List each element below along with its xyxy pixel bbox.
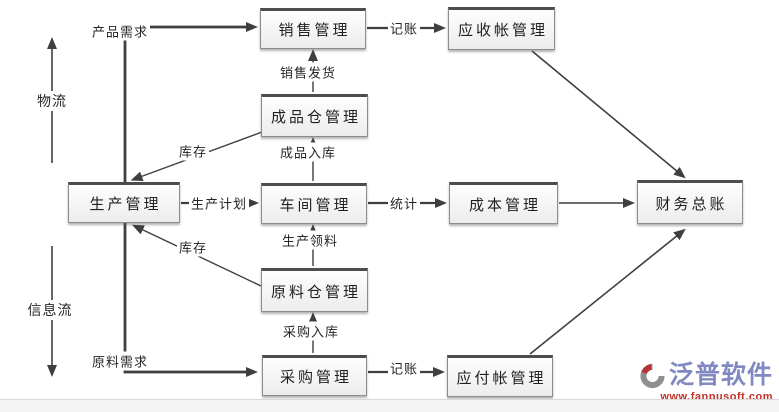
node-financial-general-ledger: 财务总账 <box>637 180 743 224</box>
label-information-flow-axis: 信息流 <box>25 300 75 320</box>
label-production-plan: 生产计划 <box>188 193 250 213</box>
label-purchase-inbound: 采购入库 <box>280 321 342 341</box>
label-material-flow-axis: 物流 <box>35 91 69 111</box>
label-finished-inbound: 成品入库 <box>277 142 339 162</box>
node-workshop-management: 车间管理 <box>261 183 367 224</box>
watermark-brand-text: 泛普软件 <box>668 362 773 389</box>
edge-inventory-lower <box>131 224 262 287</box>
label-production-issue: 生产领料 <box>279 230 341 250</box>
node-finished-goods-warehouse: 成品仓管理 <box>261 94 368 137</box>
label-bookkeeping-top: 记账 <box>387 18 421 38</box>
label-raw-material-demand: 原料需求 <box>89 351 151 371</box>
label-statistics: 统计 <box>387 193 421 213</box>
label-inventory-upper: 库存 <box>176 141 210 161</box>
watermark-url-text: www.fanpusoft.com <box>660 391 773 403</box>
edge-payables-to-ledger <box>529 228 686 355</box>
label-inventory-lower: 库存 <box>176 237 210 257</box>
node-accounts-payable: 应付帐管理 <box>447 355 553 397</box>
node-raw-material-warehouse: 原料仓管理 <box>261 268 368 312</box>
node-sales-management: 销售管理 <box>260 8 366 49</box>
fanpu-logo-icon <box>638 361 667 390</box>
label-sales-delivery: 销售发货 <box>277 62 339 82</box>
label-product-demand: 产品需求 <box>89 21 151 41</box>
node-accounts-receivable: 应收帐管理 <box>448 7 555 50</box>
node-cost-management: 成本管理 <box>449 182 558 224</box>
node-purchasing-management: 采购管理 <box>262 355 367 396</box>
page-bottom-strip <box>0 399 779 412</box>
watermark-logo: 泛普软件 www.fanpusoft.com <box>638 361 773 403</box>
label-bookkeeping-bottom: 记账 <box>387 358 421 378</box>
node-production-management: 生产管理 <box>68 182 180 223</box>
edge-receivables-to-ledger <box>531 50 686 179</box>
edge-raw-material-demand <box>123 223 258 377</box>
